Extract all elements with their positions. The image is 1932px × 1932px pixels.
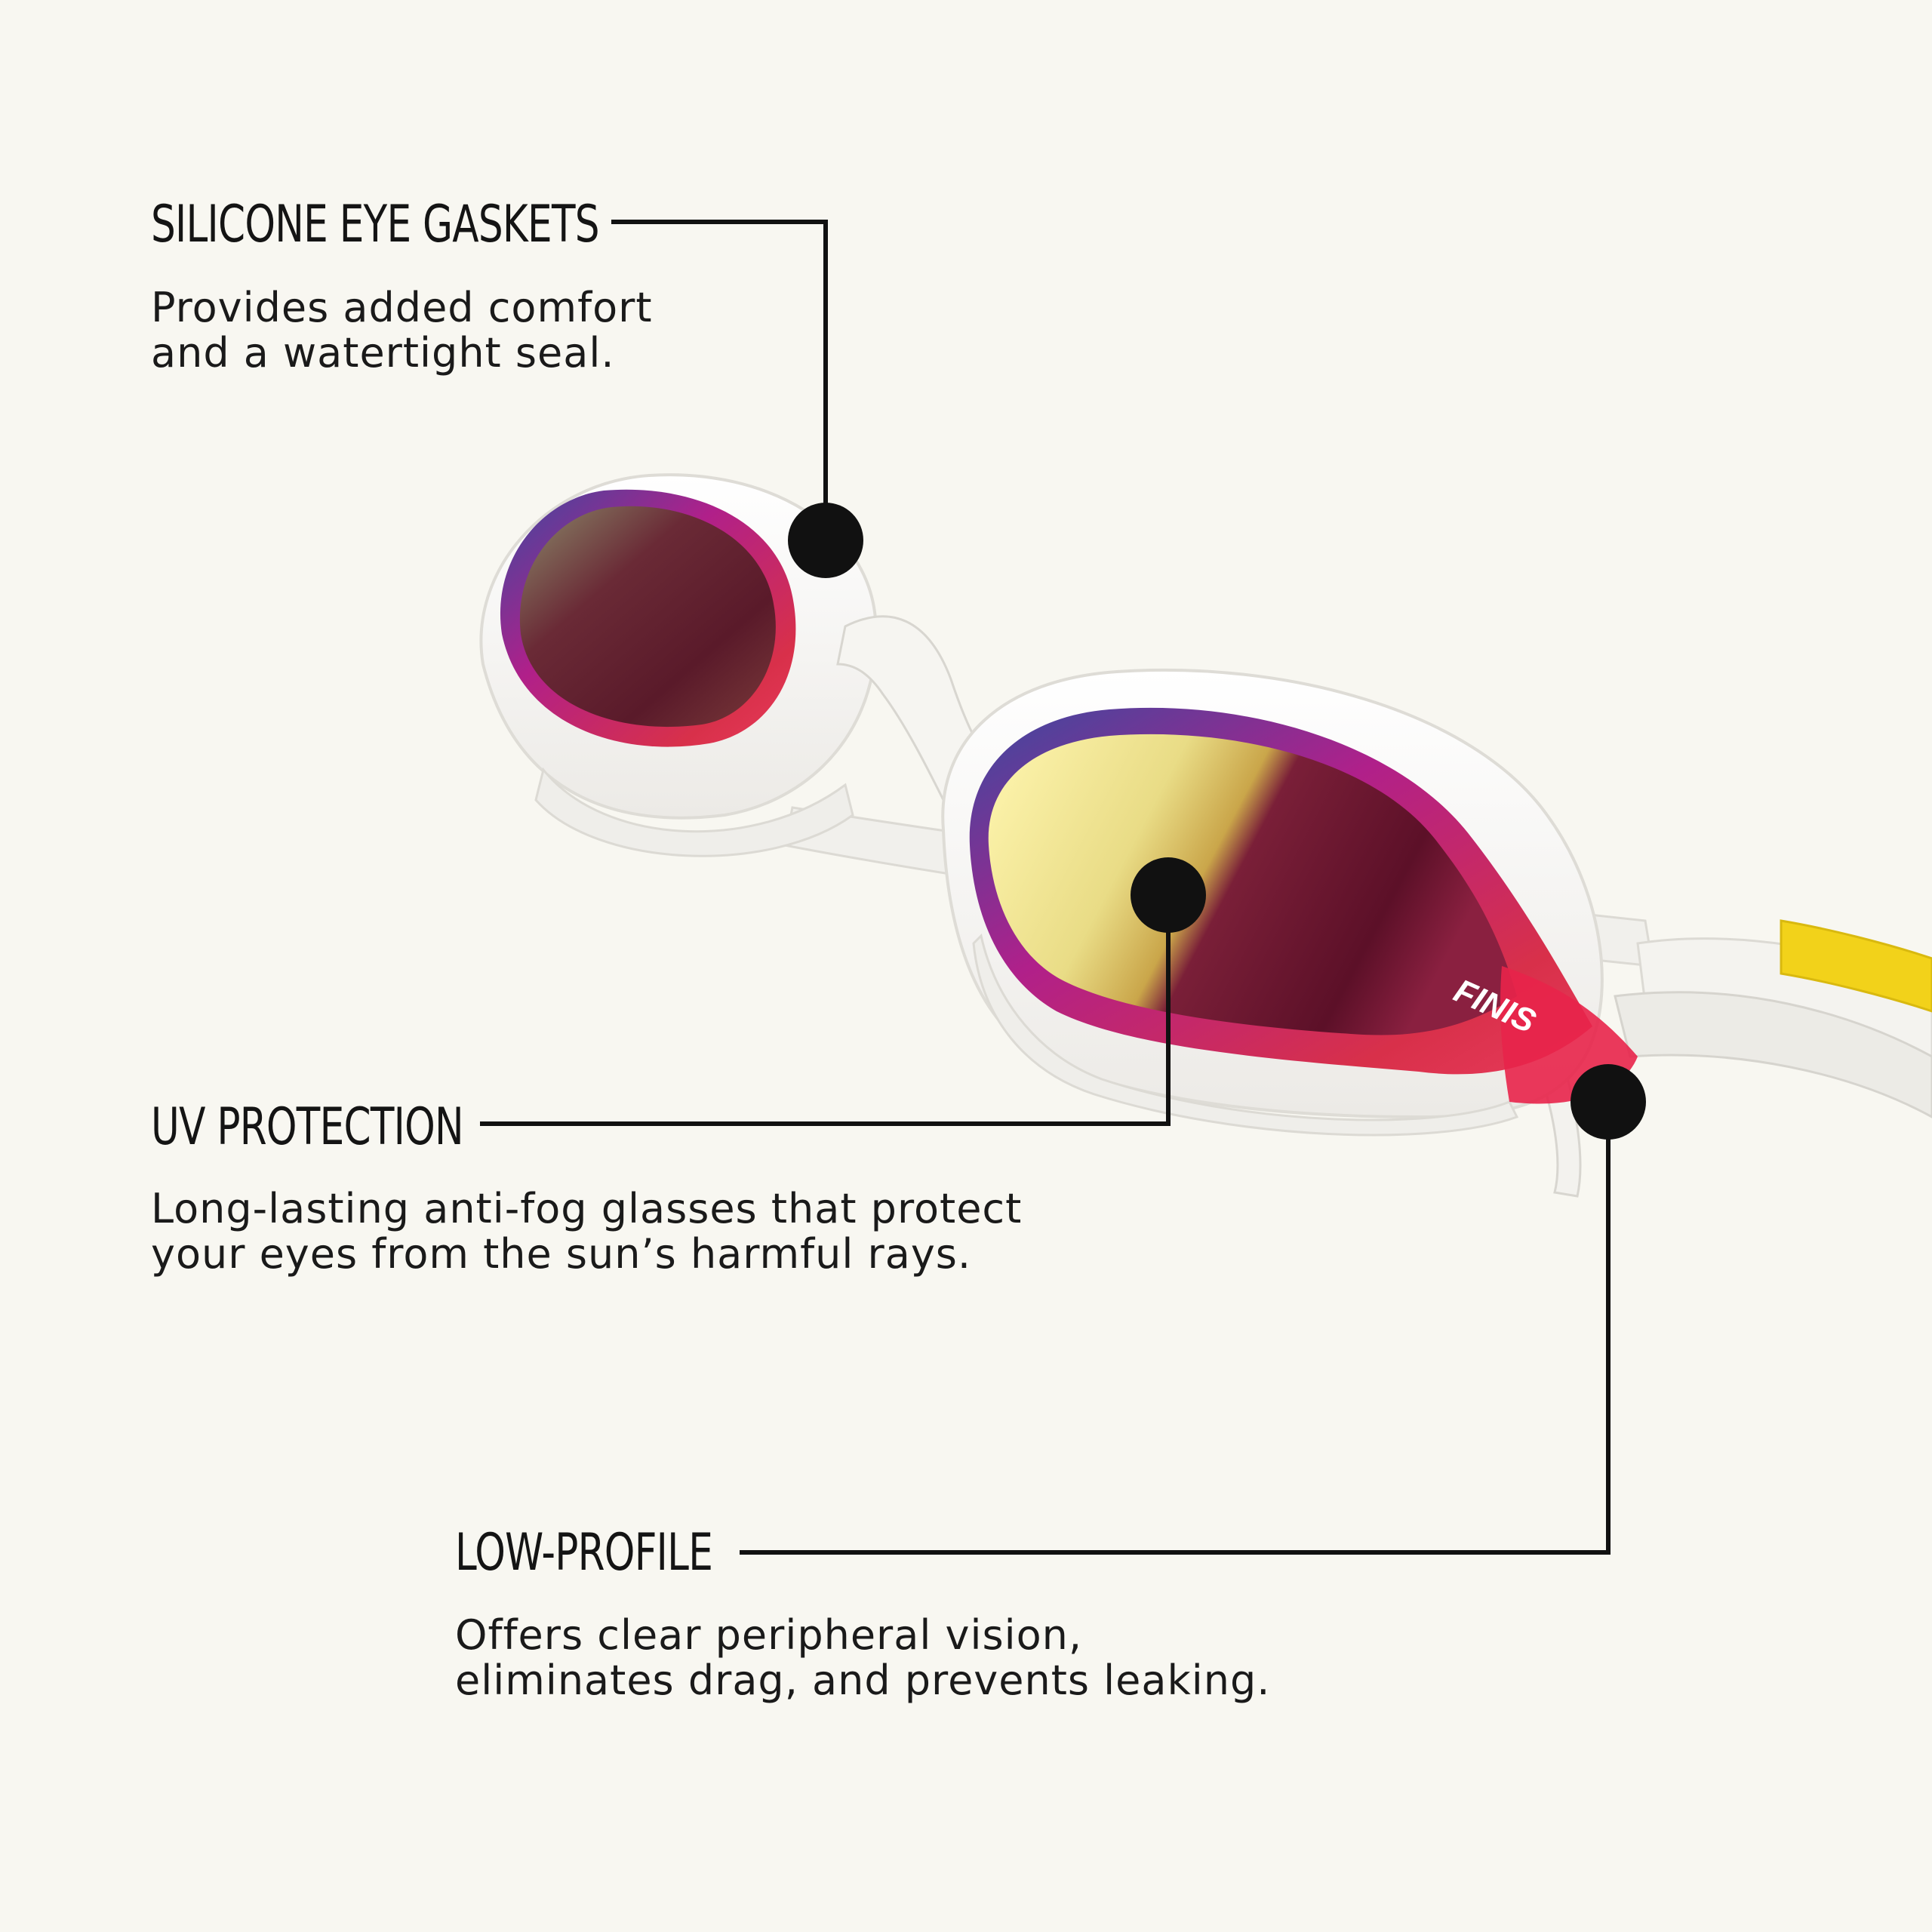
- callout-description-uv-protection: Long-lasting anti-fog glasses that prote…: [151, 1186, 1022, 1277]
- left-eyecup: [479, 473, 878, 857]
- callout-dot-uv: [1131, 857, 1206, 933]
- description-line: Long-lasting anti-fog glasses that prote…: [151, 1185, 1023, 1232]
- description-line: Provides added comfort: [151, 284, 653, 331]
- callout-dot-low-profile: [1571, 1064, 1646, 1140]
- callout-description-gaskets: Provides added comfort and a watertight …: [151, 285, 653, 376]
- callout-title-low-profile: LOW-PROFILE: [455, 1523, 713, 1583]
- description-line: eliminates drag, and prevents leaking.: [455, 1657, 1271, 1704]
- description-line: Offers clear peripheral vision,: [455, 1611, 1083, 1659]
- callout-dot-gaskets: [788, 503, 863, 578]
- leader-line-low-profile: [740, 1102, 1611, 1555]
- callout-title-gaskets: SILICONE EYE GASKETS: [151, 195, 600, 254]
- description-line: and a watertight seal.: [151, 329, 615, 377]
- leader-lines: [480, 220, 1611, 1555]
- right-eyecup: FINIS: [941, 668, 1638, 1137]
- leader-line-uv: [480, 895, 1171, 1126]
- callout-description-low-profile: Offers clear peripheral vision, eliminat…: [455, 1613, 1270, 1703]
- callout-title-uv-protection: UV PROTECTION: [151, 1097, 464, 1157]
- description-line: your eyes from the sun’s harmful rays.: [151, 1230, 972, 1278]
- leader-line-gaskets: [611, 220, 828, 540]
